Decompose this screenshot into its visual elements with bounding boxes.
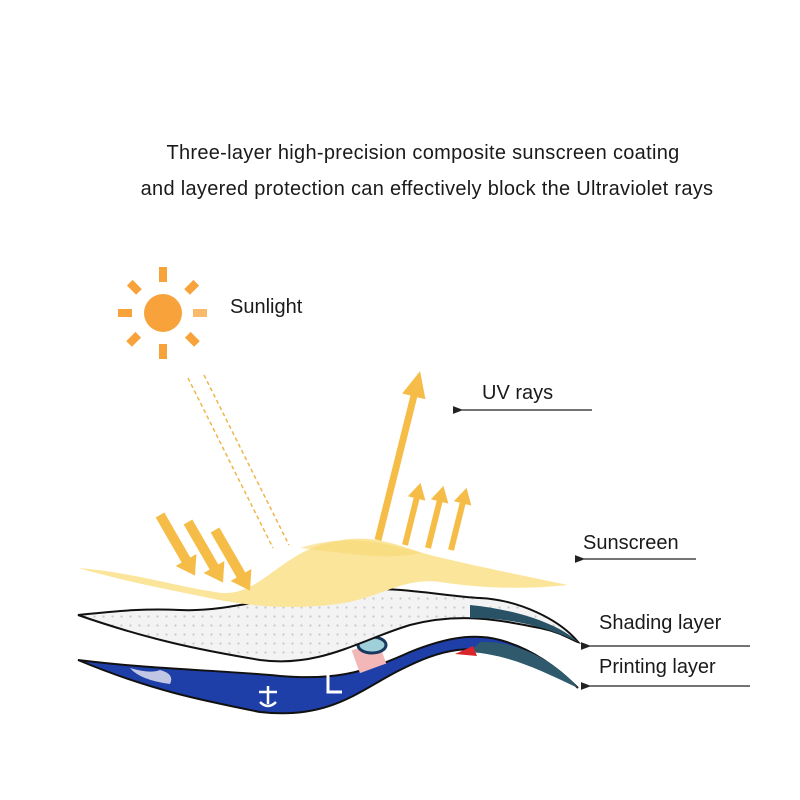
sunscreen-label: Sunscreen	[583, 532, 679, 554]
incoming-ray-arrows	[155, 512, 252, 591]
reflected-uv-arrows	[374, 371, 472, 551]
headline-line-2: and layered protection can effectively b…	[140, 178, 714, 200]
pointer-lines	[452, 406, 750, 690]
sunscreen-layer-shape	[78, 538, 568, 607]
headline-line-1: Three-layer high-precision composite sun…	[166, 142, 680, 164]
sunlight-label: Sunlight	[230, 296, 303, 318]
printing-layer-shape	[77, 635, 579, 715]
sunlight-beam-lines	[187, 374, 290, 549]
printing-layer-label: Printing layer	[599, 656, 716, 678]
shading-layer-label: Shading layer	[599, 612, 722, 634]
uv-rays-label: UV rays	[482, 382, 554, 404]
shading-layer-shape	[77, 587, 581, 663]
sun-icon	[118, 267, 207, 359]
